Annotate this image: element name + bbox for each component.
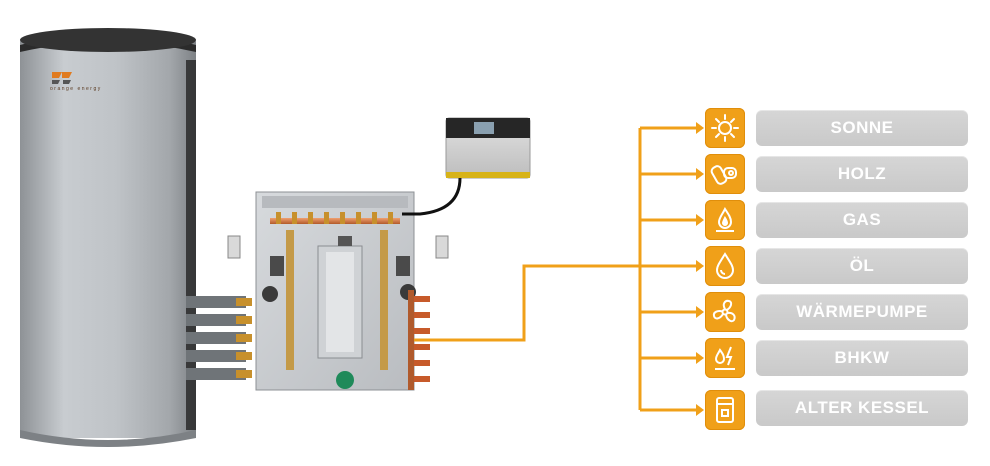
connection-pipes — [186, 296, 252, 380]
storage-tank — [20, 28, 196, 447]
sun-icon — [705, 108, 745, 148]
controller-unit — [402, 117, 531, 216]
source-label-sonne: SONNE — [756, 110, 968, 146]
source-label-holz: HOLZ — [756, 156, 968, 192]
source-label-waermepumpe: WÄRMEPUMPE — [756, 294, 968, 330]
brand-logo — [52, 72, 72, 84]
gas-flame-icon — [705, 200, 745, 240]
wood-icon — [705, 154, 745, 194]
source-label-oel: ÖL — [756, 248, 968, 284]
brand-tagline: orange energy — [50, 86, 102, 92]
source-label-alter-kessel: ALTER KESSEL — [756, 390, 968, 426]
hydraulic-station — [227, 191, 449, 391]
chp-flame-lightning-icon — [705, 338, 745, 378]
source-label-gas: GAS — [756, 202, 968, 238]
fan-icon — [705, 292, 745, 332]
source-connector-lines — [414, 126, 696, 412]
arrowheads — [696, 122, 704, 416]
boiler-icon — [705, 390, 745, 430]
oil-drop-icon — [705, 246, 745, 286]
source-label-bhkw: BHKW — [756, 340, 968, 376]
